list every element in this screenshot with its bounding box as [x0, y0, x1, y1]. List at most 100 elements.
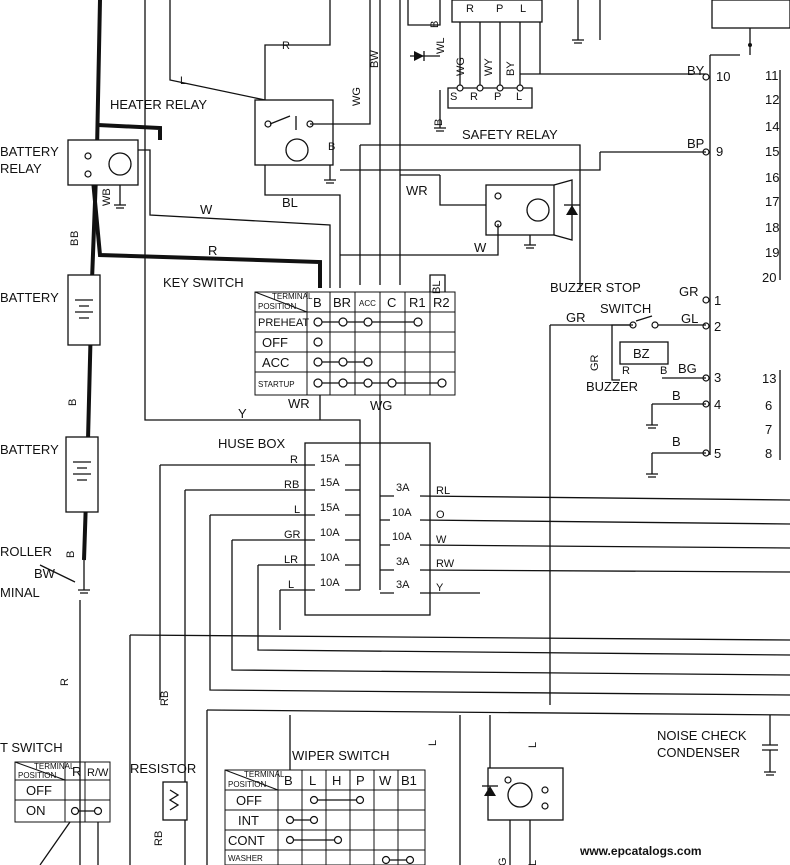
conn-wire-b-5: B — [672, 434, 681, 449]
wire-label-rb-2: RB — [153, 831, 165, 846]
wiper-col-b: B — [284, 773, 293, 788]
wire-label-bw: BW — [369, 50, 381, 68]
safety-relay-top-l: L — [520, 3, 526, 15]
wire-label-wr-key: WR — [288, 396, 310, 411]
wire-label-gr-rot: GR — [589, 354, 601, 371]
wire-label-g-motor: G — [497, 857, 509, 865]
conn-pin-2: 2 — [714, 319, 721, 334]
conn-wire-b-4: B — [672, 388, 681, 403]
conn-wire-gr: GR — [679, 284, 699, 299]
wire-label-wg-top: WG — [351, 87, 363, 106]
key-header-top: TERMINAL — [272, 292, 313, 301]
light-row-on: ON — [26, 803, 46, 818]
fuse-wire-4: GR — [284, 529, 301, 541]
wiper-header-top: TERMINAL — [244, 770, 285, 779]
key-col-acc: ACC — [359, 299, 376, 308]
wire-label-b-2: B — [67, 399, 79, 406]
wire-label-b-relay: B — [328, 141, 335, 153]
wiper-row-cont: CONT — [228, 833, 265, 848]
conn-pin-4: 4 — [714, 397, 721, 412]
safety-relay-label: SAFETY RELAY — [462, 127, 558, 142]
fuse-r-rating-2: 10A — [392, 507, 412, 519]
safety-relay-pin-s: S — [450, 91, 457, 103]
key-col-br: BR — [333, 295, 351, 310]
buzzer-pin-r: R — [622, 365, 630, 377]
light-header-top: TERMINAL — [34, 762, 75, 771]
fuse-r-rating-3: 10A — [392, 531, 412, 543]
battery-1: BATTERY — [0, 274, 101, 346]
wire-label-l-motor: L — [527, 742, 539, 748]
rpin-18: 18 — [765, 220, 779, 235]
fuse-left-column: R 15A RB 15A L 15A GR 10A LR 10A L 10A — [160, 440, 361, 591]
conn-pin-9: 9 — [716, 144, 723, 159]
watermark: www.epcatalogs.com — [579, 844, 702, 858]
fuse-wire-3: L — [294, 504, 300, 516]
key-row-startup: STARTUP — [258, 380, 295, 389]
light-col-r: R — [72, 764, 81, 779]
rpin-11: 11 — [765, 68, 779, 83]
fuse-rating-4: 10A — [320, 527, 340, 539]
wire-label-by: BY — [505, 61, 517, 76]
buzzer-label: BUZZER — [586, 379, 638, 394]
wire-label-wy: WY — [483, 58, 495, 76]
key-col-c: C — [387, 295, 396, 310]
wire-label-y: Y — [238, 406, 247, 421]
light-row-off: OFF — [26, 783, 52, 798]
fuse-rating-6: 10A — [320, 577, 340, 589]
rpin-19: 19 — [765, 245, 779, 260]
rpin-14: 14 — [765, 119, 779, 134]
light-switch: T SWITCH TERMINAL POSITION R R/W OFF ON — [0, 740, 111, 865]
wire-label-r-top: R — [282, 40, 290, 52]
wire-label-l-top: L — [180, 75, 186, 87]
wire-label-rb-1: RB — [159, 691, 171, 706]
controller-label-1: ROLLER — [0, 544, 52, 559]
conn-wire-by: BY — [687, 63, 705, 78]
wire-label-b-sr: B — [433, 119, 445, 126]
bus-wires: R RB RB — [59, 325, 790, 865]
buzzer-pin-b: B — [660, 365, 667, 377]
key-switch-feed: W BL R B — [69, 149, 341, 288]
wiper-col-l: L — [309, 773, 316, 788]
rpin-8: 8 — [765, 446, 772, 461]
wiper-header-bottom: POSITION — [228, 780, 266, 789]
wiper-row-washer: WASHER — [228, 854, 263, 863]
key-col-r2: R2 — [433, 295, 450, 310]
conn-wire-bp: BP — [687, 136, 704, 151]
fuse-r-rating-4: 3A — [396, 556, 410, 568]
buzzer-stop-switch: BUZZER STOP SWITCH GR GR — [550, 280, 706, 381]
wire-label-wr-top: WR — [406, 183, 428, 198]
light-header-bottom: POSITION — [18, 771, 56, 780]
resistor: RESISTOR — [130, 761, 196, 821]
fuse-wire-5: LR — [284, 554, 298, 566]
fuse-rating-5: 10A — [320, 552, 340, 564]
key-switch-label: KEY SWITCH — [163, 275, 244, 290]
fuse-wire-6: L — [288, 579, 294, 591]
wire-label-w-mid: W — [200, 202, 213, 217]
battery-relay-label-2: RELAY — [0, 161, 42, 176]
key-col-r1: R1 — [409, 295, 426, 310]
heater-relay: HEATER RELAY R L B — [110, 0, 336, 184]
wire-label-l-wiper: L — [427, 740, 439, 746]
wiper-motor: L G L — [459, 715, 564, 865]
wire-label-bl-key: BL — [431, 281, 443, 294]
safety-relay-pin-p: P — [494, 91, 501, 103]
key-col-b: B — [313, 295, 322, 310]
y-wire: Y — [144, 0, 381, 440]
controller-label-2: MINAL — [0, 585, 40, 600]
battery-2-label: BATTERY — [0, 442, 59, 457]
buzzer-stop-label-2: SWITCH — [600, 301, 651, 316]
fuse-r-wire-4: RW — [436, 558, 455, 570]
safety-relay-top-r: R — [466, 3, 474, 15]
key-row-off: OFF — [262, 335, 288, 350]
fuse-r-wire-3: W — [436, 534, 447, 546]
fuse-r-wire-5: Y — [436, 582, 444, 594]
fuse-r-rating-5: 3A — [396, 579, 410, 591]
fuse-wire-1: R — [290, 454, 298, 466]
conn-pin-5: 5 — [714, 446, 721, 461]
fuse-r-wire-2: O — [436, 509, 445, 521]
resistor-label: RESISTOR — [130, 761, 196, 776]
fuse-rating-2: 15A — [320, 477, 340, 489]
main-connector: BY 10 BP 9 GR 1 GL 2 BG 3 B 4 B 5 — [340, 0, 790, 478]
wiper-row-off: OFF — [236, 793, 262, 808]
